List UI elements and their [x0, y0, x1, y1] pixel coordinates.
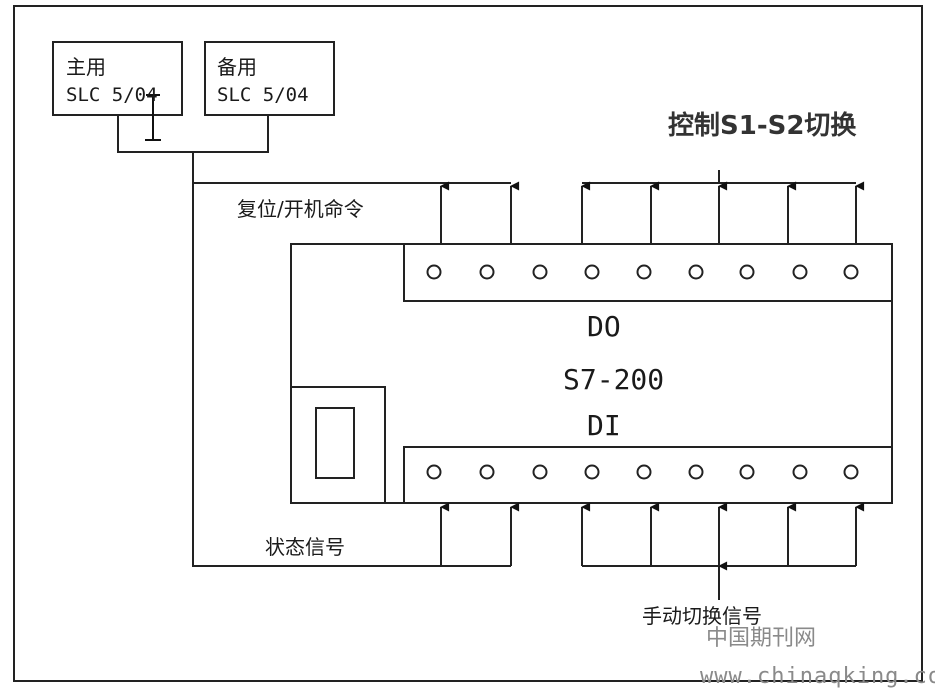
- di-label: DI: [587, 409, 621, 442]
- module-slot: [315, 407, 355, 479]
- plc-name: S7-200: [563, 363, 665, 396]
- di-terminal: [479, 464, 495, 480]
- main-plc-model: SLC 5/04: [66, 84, 158, 106]
- di-terminal: [426, 464, 442, 480]
- do-terminal: [426, 264, 442, 280]
- do-label: DO: [587, 310, 621, 343]
- do-terminal: [636, 264, 652, 280]
- di-terminal: [739, 464, 755, 480]
- do-terminal: [479, 264, 495, 280]
- di-terminal-strip: [403, 446, 893, 504]
- backup-plc-model: SLC 5/04: [217, 84, 309, 106]
- di-terminal: [584, 464, 600, 480]
- text-cursor-icon: [145, 94, 161, 141]
- di-terminal: [688, 464, 704, 480]
- di-terminal: [792, 464, 808, 480]
- diagram-title: 控制S1-S2切换: [668, 111, 857, 141]
- manual-switch-label: 手动切换信号: [642, 604, 762, 628]
- module-slot-frame: [290, 386, 386, 504]
- do-terminal: [792, 264, 808, 280]
- reset-command-label: 复位/开机命令: [237, 197, 364, 221]
- do-terminal: [532, 264, 548, 280]
- watermark-site-name: 中国期刊网: [706, 626, 817, 651]
- di-terminal: [532, 464, 548, 480]
- di-terminal: [636, 464, 652, 480]
- reset-command-wire: [192, 182, 511, 567]
- di-terminal: [843, 464, 859, 480]
- do-terminal-strip: [403, 243, 893, 302]
- do-terminal: [843, 264, 859, 280]
- main-plc-label: 主用: [66, 55, 106, 79]
- status-signal-label: 状态信号: [265, 535, 345, 559]
- do-terminal: [739, 264, 755, 280]
- outer-frame: [13, 5, 923, 682]
- plc-link-wire: [117, 115, 269, 183]
- watermark-url: www.chinaqking.com: [700, 664, 935, 689]
- do-terminal: [688, 264, 704, 280]
- backup-plc-label: 备用: [217, 55, 257, 79]
- do-terminal: [584, 264, 600, 280]
- backup-plc-box: [204, 41, 335, 116]
